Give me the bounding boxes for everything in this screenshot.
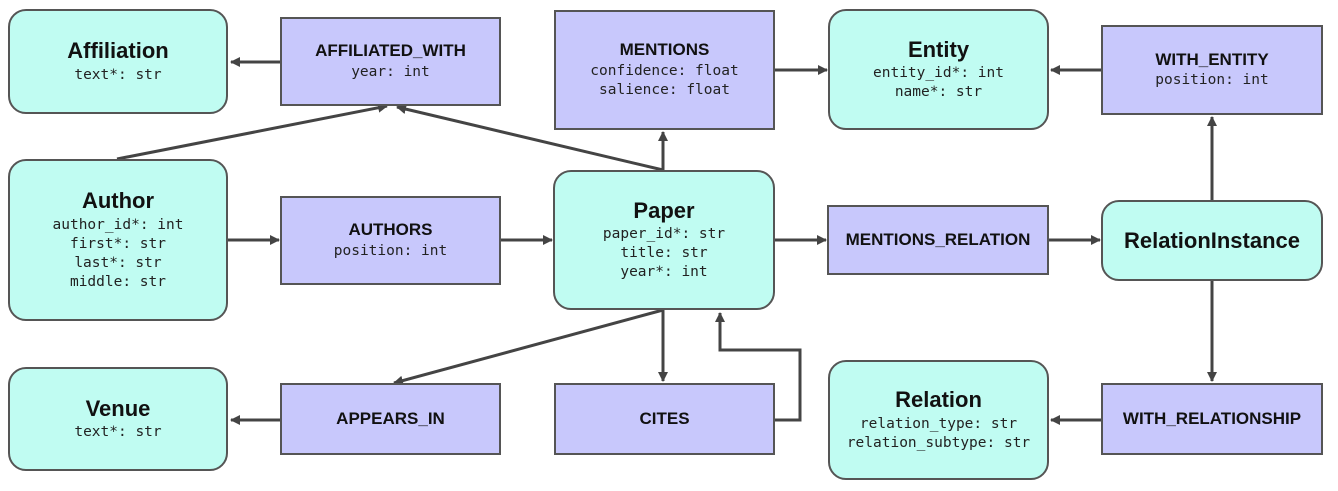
mentions-attr: salience: float [599, 81, 730, 98]
author-title: Author [81, 188, 155, 214]
cites-title: CITES [639, 409, 690, 429]
affiliated-with-title: AFFILIATED_WITH [315, 41, 466, 61]
mentions-relation-title: MENTIONS_RELATION [845, 230, 1031, 250]
paper-attr: paper_id*: str [602, 226, 726, 243]
paper-entity[interactable]: Paper paper_id*: str title: str year*: i… [553, 170, 775, 310]
relation-instance-title: RelationInstance [1123, 227, 1301, 253]
paper-title: Paper [633, 197, 695, 223]
paper-attr: year*: int [620, 264, 708, 281]
affiliated-with-relationship[interactable]: AFFILIATED_WITH year: int [280, 17, 501, 106]
affiliation-attr: text*: str [74, 66, 162, 83]
mentions-relationship[interactable]: MENTIONS confidence: float salience: flo… [554, 10, 775, 130]
relation-attr: relation_type: str [859, 415, 1018, 432]
entity-attr: name*: str [894, 84, 983, 101]
cites-relationship[interactable]: CITES [554, 383, 775, 455]
author-attr: middle: str [69, 273, 166, 290]
edge-paper-to-appears-in [393, 308, 664, 386]
with-entity-title: WITH_ENTITY [1155, 49, 1269, 69]
venue-attr: text*: str [74, 424, 162, 441]
author-attr: last*: str [74, 254, 162, 271]
affiliated-with-attr: year: int [351, 63, 430, 80]
with-relationship-title: WITH_RELATIONSHIP [1122, 409, 1302, 429]
relation-instance-entity[interactable]: RelationInstance [1101, 200, 1323, 281]
appears-in-relationship[interactable]: APPEARS_IN [280, 383, 501, 455]
venue-entity[interactable]: Venue text*: str [8, 367, 228, 471]
entity-attr: entity_id*: int [873, 65, 1004, 82]
author-attr: author_id*: int [52, 216, 184, 233]
affiliation-title: Affiliation [67, 38, 169, 64]
with-entity-attr: position: int [1155, 72, 1269, 89]
affiliation-entity[interactable]: Affiliation text*: str [8, 9, 228, 114]
relation-title: Relation [895, 387, 982, 413]
paper-attr: title: str [620, 245, 708, 262]
entity-title: Entity [907, 36, 970, 62]
author-entity[interactable]: Author author_id*: int first*: str last*… [8, 159, 228, 321]
entity-entity[interactable]: Entity entity_id*: int name*: str [828, 9, 1049, 130]
with-entity-relationship[interactable]: WITH_ENTITY position: int [1101, 25, 1323, 115]
authors-relationship[interactable]: AUTHORS position: int [280, 196, 501, 285]
mentions-attr: confidence: float [590, 62, 739, 79]
author-attr: first*: str [69, 235, 166, 252]
authors-title: AUTHORS [348, 220, 433, 240]
mentions-title: MENTIONS [619, 40, 710, 60]
relation-attr: relation_subtype: str [846, 434, 1031, 451]
with-relationship-relationship[interactable]: WITH_RELATIONSHIP [1101, 383, 1323, 455]
appears-in-title: APPEARS_IN [336, 409, 445, 429]
venue-title: Venue [85, 395, 151, 421]
authors-attr: position: int [333, 242, 448, 259]
edge-author-to-affiliated-with [116, 102, 388, 161]
relation-entity[interactable]: Relation relation_type: str relation_sub… [828, 360, 1049, 480]
mentions-relation-relationship[interactable]: MENTIONS_RELATION [827, 205, 1049, 275]
edge-paper-to-affiliated-with [396, 104, 664, 172]
edge-cites-to-paper [715, 312, 802, 422]
